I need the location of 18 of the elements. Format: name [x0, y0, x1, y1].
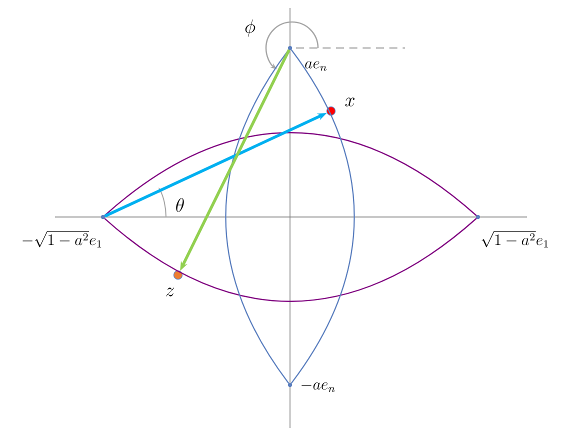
angle-label: $\theta$ [176, 198, 184, 212]
point: $\sqrt{1-a^2}e_1$ [476, 214, 548, 248]
node-label: $-ae_n$ [302, 382, 335, 392]
node-label: $\sqrt{1-a^2}e_1$ [482, 231, 548, 248]
node-label: $-\sqrt{1-a^2}e_1$ [22, 231, 102, 248]
node-label: $ae_n$ [305, 61, 326, 71]
node-label: $x$ [345, 98, 355, 106]
point: $x$ [326, 98, 355, 116]
point: $ae_n$ [288, 46, 326, 71]
point: $-\sqrt{1-a^2}e_1$ [22, 214, 106, 248]
point: $z$ [166, 270, 183, 296]
angle-label: $\phi$ [245, 19, 256, 37]
curve [104, 132, 477, 216]
curve [104, 218, 477, 302]
curve [225, 49, 290, 384]
point: $-ae_n$ [288, 382, 335, 392]
node-label: $z$ [166, 288, 174, 296]
curve [290, 49, 355, 384]
